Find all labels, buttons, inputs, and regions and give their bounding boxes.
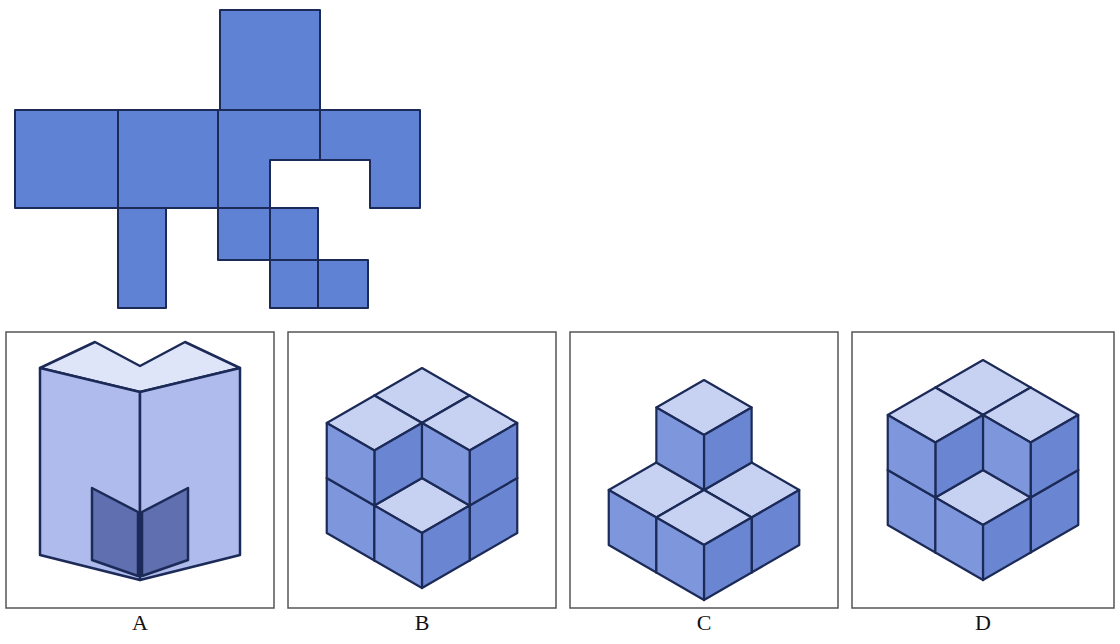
option-b-figure — [327, 368, 518, 588]
option-label: C — [697, 610, 712, 636]
cube-right — [704, 408, 752, 491]
option-label: A — [132, 610, 148, 636]
cube-left — [656, 518, 704, 601]
option-figures — [327, 360, 1079, 600]
option-c-figure — [609, 380, 800, 600]
cube-left — [609, 490, 657, 573]
cube-left — [422, 423, 470, 506]
option-a-figure — [40, 342, 240, 580]
cube-right — [704, 518, 752, 601]
option-label: B — [415, 610, 430, 636]
cube-left — [935, 498, 983, 581]
cube-net — [15, 10, 420, 308]
cube-right — [422, 506, 470, 589]
option-d-figure — [888, 360, 1079, 580]
cube-left — [983, 415, 1031, 498]
cube-right — [374, 423, 422, 506]
option-label: D — [975, 610, 991, 636]
cube-right — [470, 423, 518, 506]
cube-left — [374, 506, 422, 589]
cube-right — [1031, 415, 1079, 498]
cube-right — [983, 498, 1031, 581]
option-frames — [6, 332, 1114, 608]
cube-left — [888, 415, 936, 498]
cube-right — [935, 415, 983, 498]
cube-left — [656, 408, 704, 491]
cube-left — [327, 423, 375, 506]
cube-right — [752, 490, 800, 573]
